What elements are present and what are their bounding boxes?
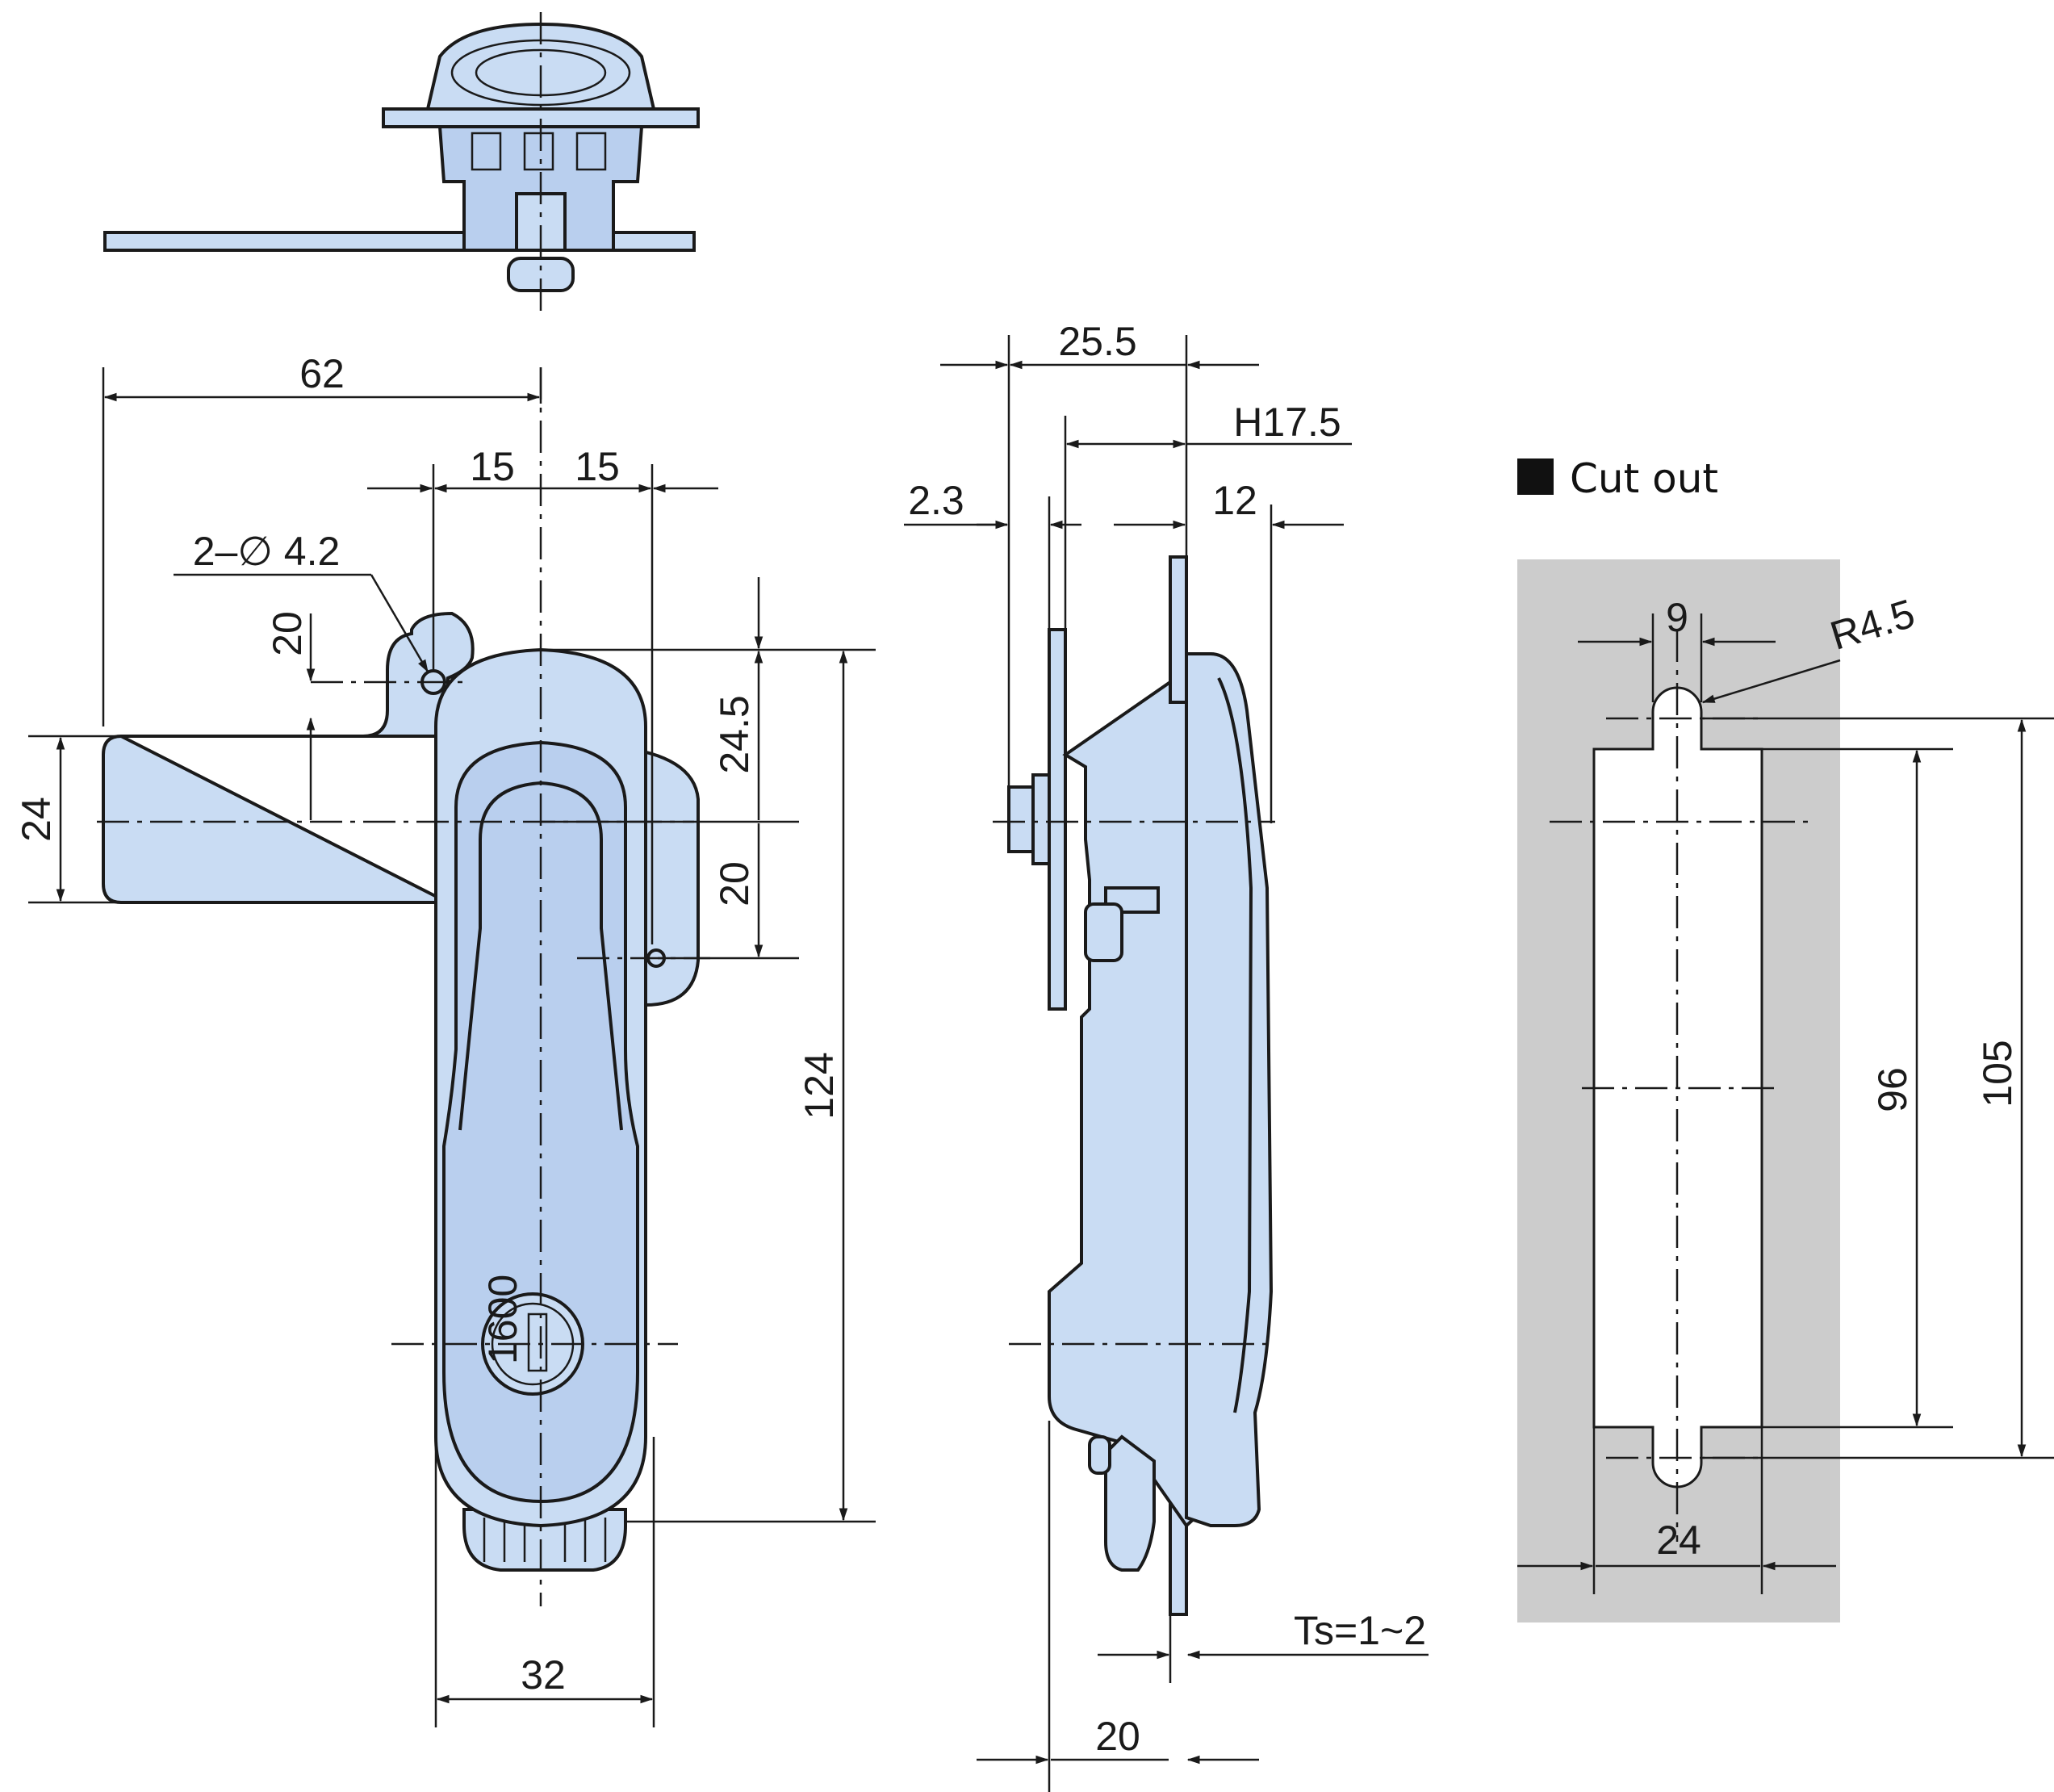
dim-15-left: 15 <box>470 444 515 489</box>
dim-24-front: 24 <box>14 797 59 842</box>
cutout-legend-marker <box>1517 458 1554 495</box>
dim-24-cutout: 24 <box>1656 1518 1701 1563</box>
dim-20-upper: 20 <box>265 611 310 656</box>
side-view-cam <box>1048 628 1067 1011</box>
side-view-handle <box>1185 652 1274 1527</box>
dim-h17-5: H17.5 <box>1233 400 1341 445</box>
dim-20-lower: 20 <box>712 861 757 906</box>
dim-124: 124 <box>797 1052 842 1119</box>
dim-12: 12 <box>1212 478 1257 523</box>
dim-20-side: 20 <box>1095 1714 1140 1759</box>
key-marking: 1600 <box>480 1275 525 1364</box>
dim-24-5: 24.5 <box>712 695 757 773</box>
top-view <box>103 12 700 315</box>
side-view-nut <box>1007 785 1035 853</box>
dim-ts: Ts=1~2 <box>1294 1608 1426 1653</box>
dim-62: 62 <box>299 351 345 396</box>
front-view: 1600 <box>97 367 710 1606</box>
dim-96: 96 <box>1870 1067 1915 1112</box>
dim-25-5: 25.5 <box>1058 319 1136 364</box>
side-view-dimensions: 25.5 H17.5 2.3 12 Ts=1~2 20 <box>904 319 1429 1792</box>
cutout-view: Cut out <box>1517 455 1840 1622</box>
dim-2-3: 2.3 <box>908 478 964 523</box>
cutout-legend-label: Cut out <box>1570 455 1718 502</box>
front-view-dimensions: 62 15 15 2–∅ 4.2 20 24 24.5 20 124 32 <box>14 351 876 1727</box>
dim-9: 9 <box>1666 595 1688 640</box>
side-view <box>993 555 1275 1616</box>
front-view-tongue <box>102 611 475 904</box>
dim-15-right: 15 <box>575 444 620 489</box>
dim-32: 32 <box>521 1652 566 1698</box>
dim-hole-note: 2–∅ 4.2 <box>193 529 341 574</box>
dim-105: 105 <box>1975 1040 2020 1107</box>
side-view-lock-tail <box>1104 1434 1156 1572</box>
